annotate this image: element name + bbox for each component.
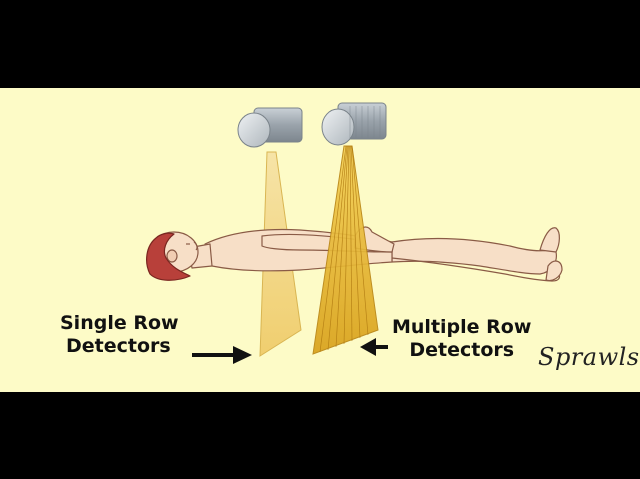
xray-tube-single — [237, 107, 303, 148]
letterbox-top — [0, 0, 640, 88]
arrow-to-single-row — [192, 346, 252, 364]
single-row-label-line1: Single Row — [60, 312, 179, 334]
multiple-row-label-line1: Multiple Row — [392, 316, 532, 338]
multiple-row-detectors-label: Multiple Row Detectors — [392, 316, 531, 362]
xray-tube-multiple — [321, 102, 387, 146]
multiple-row-beam — [312, 145, 379, 355]
single-row-detectors-label: Single Row Detectors — [60, 312, 179, 358]
single-row-label-line2: Detectors — [66, 335, 171, 357]
author-signature: Sprawls — [538, 343, 640, 371]
multiple-row-label-line2: Detectors — [409, 339, 515, 361]
letterbox-bottom — [0, 392, 640, 479]
arrow-to-multiple-row — [360, 338, 388, 356]
